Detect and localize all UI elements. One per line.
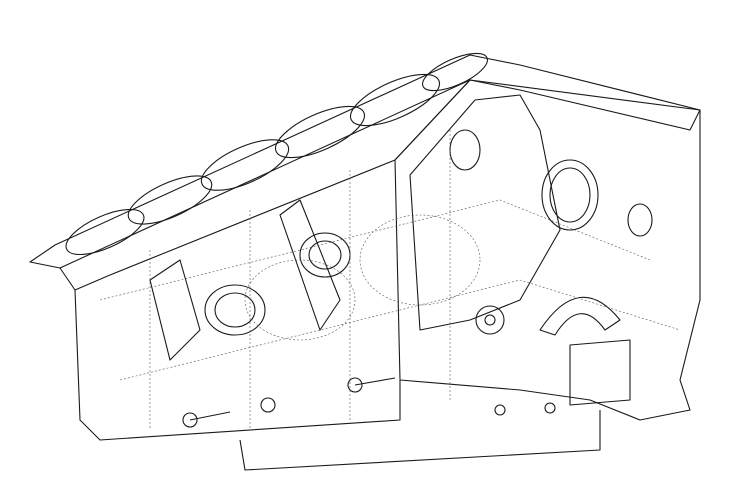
- front-face-rim: [409, 94, 561, 331]
- top-deck: [29, 54, 701, 269]
- cylinder-bores: [65, 52, 488, 256]
- bolt-hole: [484, 314, 496, 326]
- bore: [349, 73, 441, 127]
- bolt-icon: [494, 404, 506, 416]
- side-bore: [627, 203, 653, 237]
- bore: [274, 105, 366, 159]
- bore: [65, 208, 145, 256]
- side-rib: [149, 259, 201, 361]
- bolt-icon: [544, 402, 556, 414]
- bore: [200, 139, 290, 191]
- oil-pan-rail: [239, 410, 601, 471]
- bore: [127, 175, 213, 225]
- crank-bearing: [539, 296, 621, 336]
- side-bore-inner: [214, 292, 256, 328]
- side-bore: [204, 284, 266, 336]
- bolts: [182, 377, 556, 428]
- bolt-shaft: [354, 377, 396, 386]
- main-cap: [569, 339, 631, 406]
- deck-lower-edge: [59, 79, 471, 291]
- hidden-lines: [99, 130, 681, 430]
- bolt-icon: [260, 397, 276, 413]
- cam-bore-inner: [549, 167, 591, 223]
- upper-bore: [449, 129, 481, 171]
- bore: [422, 52, 488, 92]
- lower-rail: [74, 289, 401, 441]
- side-rib: [279, 199, 341, 331]
- front-face: [394, 79, 701, 421]
- boss: [475, 305, 505, 335]
- bolt-shaft: [189, 411, 231, 421]
- cam-bore: [541, 159, 599, 231]
- side-bore-inner: [308, 240, 342, 270]
